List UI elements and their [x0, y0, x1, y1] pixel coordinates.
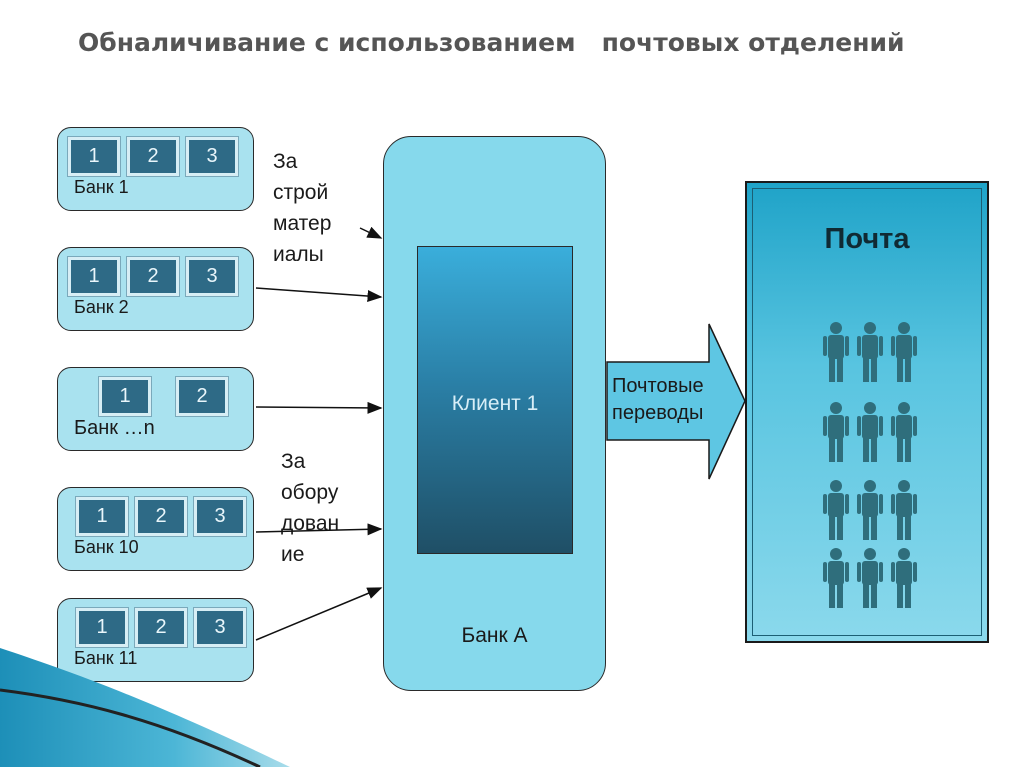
person-icon	[857, 480, 883, 540]
account-box: 3	[185, 136, 239, 177]
bank-2: 1 2 3 Банк 2	[57, 247, 254, 331]
person-icon	[823, 480, 849, 540]
page-title: Обналичивание с использованием почтовых …	[78, 28, 905, 57]
arrow-bank-2	[255, 287, 383, 303]
account-box: 3	[193, 607, 247, 648]
transfer-label: Почтовые переводы	[612, 375, 704, 424]
account-box: 1	[75, 496, 129, 537]
post-office-inner-border	[752, 188, 982, 636]
person-icon	[891, 548, 917, 608]
decorative-swoosh	[0, 648, 290, 767]
person-icon	[823, 548, 849, 608]
account-box: 1	[75, 607, 129, 648]
bank-10: 1 2 3 Банк 10	[57, 487, 254, 571]
person-icon	[891, 480, 917, 540]
person-icon	[823, 322, 849, 382]
account-box: 2	[126, 256, 180, 297]
bank-a-label: Банк А	[461, 624, 528, 647]
person-icon	[857, 322, 883, 382]
person-icon	[891, 322, 917, 382]
bank-label: Банк 1	[74, 177, 129, 197]
bank-label: Банк 10	[74, 537, 139, 557]
equipment-note: За обору дован ие	[281, 450, 340, 566]
bank-label: Банк 11	[74, 648, 138, 668]
account-box: 3	[185, 256, 239, 297]
client-box	[417, 246, 573, 554]
account-box: 2	[134, 496, 188, 537]
transfer-arrow	[606, 323, 746, 480]
bank-1: 1 2 3 Банк 1	[57, 127, 254, 211]
account-box: 1	[98, 376, 152, 417]
materials-note: За строй матер иалы	[273, 150, 332, 266]
account-box: 2	[175, 376, 229, 417]
decorative-swoosh-line	[0, 688, 261, 767]
arrow-equipment	[255, 523, 383, 536]
bank-label: Банк …n	[74, 417, 155, 439]
person-icon	[857, 548, 883, 608]
bank-n: 1 2 Банк …n	[57, 367, 254, 451]
person-icon	[823, 402, 849, 462]
post-office-title: Почта	[824, 223, 910, 255]
account-box: 2	[126, 136, 180, 177]
arrow-materials	[359, 226, 383, 239]
bank-label: Банк 2	[74, 297, 129, 317]
account-box: 3	[193, 496, 247, 537]
account-box: 2	[134, 607, 188, 648]
client-label: Клиент 1	[451, 392, 539, 415]
arrow-bank-11	[255, 587, 383, 641]
person-icon	[891, 402, 917, 462]
account-box: 1	[67, 256, 121, 297]
people-group	[823, 322, 917, 608]
person-icon	[857, 402, 883, 462]
arrow-bank-n	[255, 401, 383, 414]
bank-11: 1 2 3 Банк 11	[57, 598, 254, 682]
account-box: 1	[67, 136, 121, 177]
